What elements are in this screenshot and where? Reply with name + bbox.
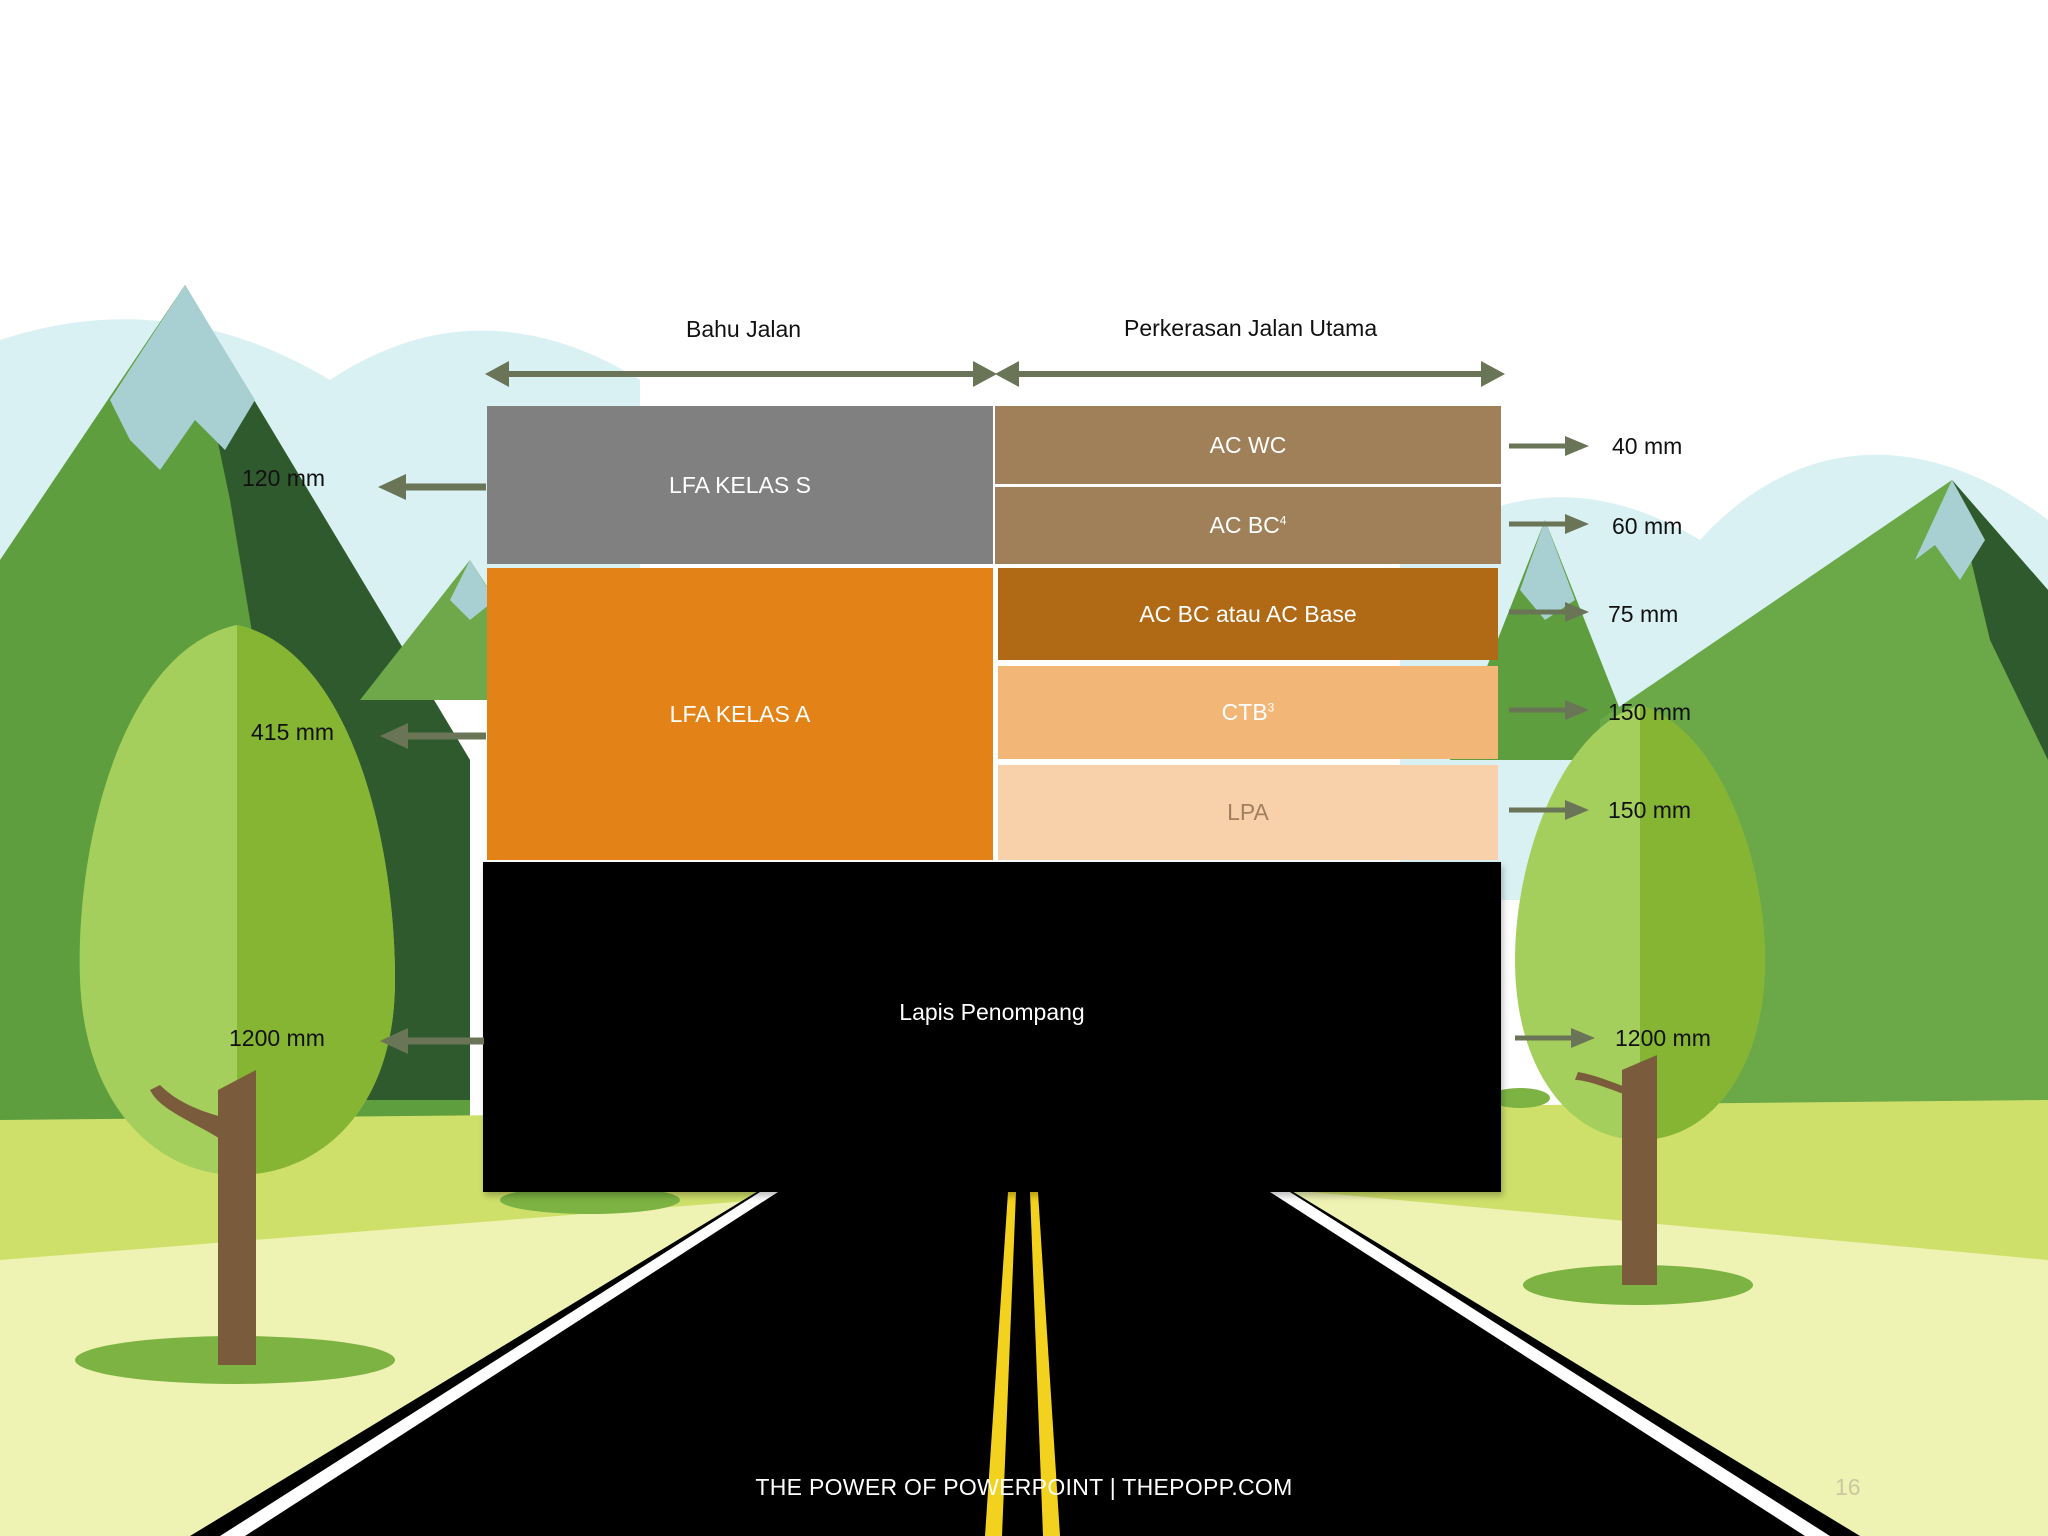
layer-lpa: LPA: [998, 765, 1498, 860]
layer-lfa-kelas-a: LFA KELAS A: [487, 568, 993, 860]
layer-ac-bc: AC BC4: [995, 487, 1501, 564]
arrow-right-ac-wc: [1509, 436, 1589, 456]
footer-text: THE POWER OF POWERPOINT | THEPOPP.COM: [755, 1474, 1293, 1500]
thickness-left-lfa-kelas-s: 120 mm: [242, 465, 326, 491]
layer-subgrade-label: Lapis Penompang: [899, 998, 1085, 1025]
right-tree-trunk: [1622, 1055, 1657, 1285]
pavement-width-arrow: [995, 361, 1505, 387]
arrow-left-lfa-kelas-s: [378, 474, 486, 500]
road-center-line-right: [1030, 1192, 1060, 1536]
page-number: 16: [1835, 1474, 1861, 1500]
layer-ac-wc-label: AC WC: [1209, 431, 1287, 458]
right-mountain-big-snow: [1915, 480, 1985, 580]
thickness-right-lpa: 150 mm: [1608, 797, 1692, 823]
left-tree-shadow-near: [500, 1186, 680, 1214]
layer-ac-wc: AC WC: [995, 406, 1501, 484]
right-mountain-small-snow: [1520, 520, 1575, 620]
grass-near-right: [1290, 1190, 2048, 1536]
arrow-right-subgrade: [1515, 1028, 1595, 1048]
arrow-right-ac-bc: [1509, 514, 1589, 534]
thickness-right-ac-wc: 40 mm: [1612, 433, 1683, 459]
layer-lfa-kelas-s: LFA KELAS S: [487, 406, 993, 564]
arrow-left-lfa-kelas-a: [380, 723, 486, 749]
right-tree-canopy-shade: [1640, 705, 1765, 1140]
layer-lfa-kelas-s-label: LFA KELAS S: [669, 471, 811, 498]
thickness-right-subgrade: 1200 mm: [1615, 1025, 1711, 1051]
layer-lpa-label: LPA: [1227, 799, 1269, 825]
thickness-left-subgrade: 1200 mm: [229, 1025, 325, 1051]
thickness-right-ac-bc: 60 mm: [1612, 513, 1683, 539]
layer-subgrade: Lapis Penompang: [483, 862, 1501, 1192]
thickness-left-lfa-kelas-a: 415 mm: [251, 719, 335, 745]
layer-ac-base-label: AC BC atau AC Base: [1139, 600, 1357, 627]
main-pavement-header-label: Perkerasan Jalan Utama: [1124, 315, 1378, 341]
road: [190, 1190, 1860, 1536]
layer-ac-base: AC BC atau AC Base: [998, 568, 1498, 660]
arrow-right-ac-base: [1509, 602, 1589, 622]
layer-ctb-superscript: 3: [1267, 700, 1275, 715]
road-center-line-left: [985, 1192, 1016, 1536]
road-edge-left: [220, 1192, 778, 1536]
arrow-right-ctb: [1509, 700, 1589, 720]
left-tree-branch: [150, 1085, 225, 1140]
left-mountain-snow: [110, 285, 255, 470]
layer-ac-bc-label: AC BC4: [1210, 512, 1287, 539]
layer-ac-bc-superscript: 4: [1279, 513, 1287, 528]
shoulder-width-arrow: [485, 361, 997, 387]
right-tree-shadow-mid: [1490, 1088, 1550, 1108]
right-tree-branch: [1575, 1072, 1628, 1095]
left-tree-canopy-shade: [237, 625, 395, 1175]
thickness-right-ac-base: 75 mm: [1608, 601, 1679, 627]
arrow-left-subgrade: [380, 1028, 484, 1054]
road-edge-right: [1270, 1192, 1830, 1536]
layer-ctb: CTB3: [998, 666, 1498, 759]
layer-ctb-text: CTB: [1221, 699, 1268, 725]
left-mountain-shadow: [185, 285, 470, 1100]
middle-mountain-snow: [450, 560, 495, 620]
left-tree-trunk: [218, 1070, 256, 1365]
thickness-right-ctb: 150 mm: [1608, 699, 1692, 725]
layer-ctb-label: CTB3: [1222, 699, 1275, 726]
layer-lfa-kelas-a-label: LFA KELAS A: [669, 700, 811, 727]
arrow-right-lpa: [1509, 800, 1589, 820]
layer-ac-bc-text: AC BC: [1209, 512, 1280, 538]
shoulder-header-label: Bahu Jalan: [686, 316, 802, 342]
